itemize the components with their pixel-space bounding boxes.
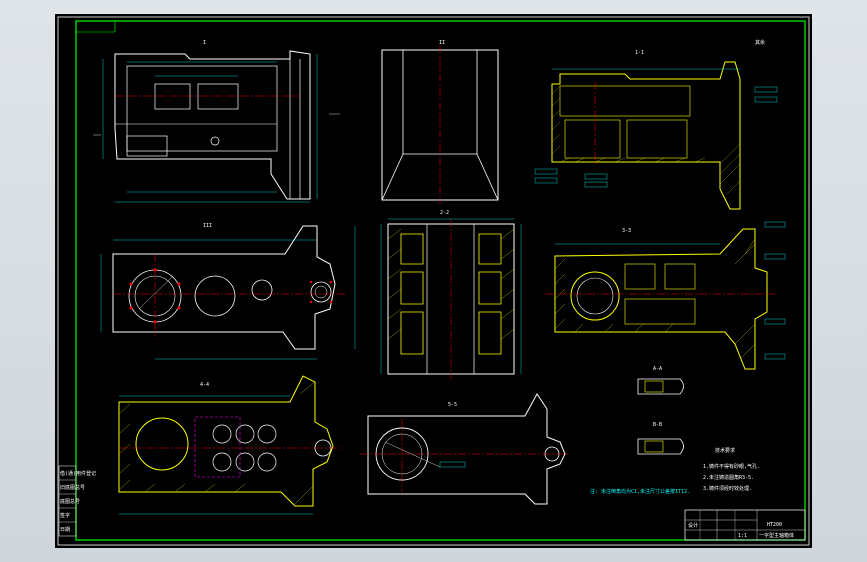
plan-view-label: III	[203, 223, 212, 229]
section-1-1: 1-1 其余	[534, 39, 778, 210]
detail-b-label: B-B	[653, 422, 662, 428]
section-4-4-label: 4-4	[200, 382, 209, 388]
outer-frame	[57, 16, 810, 546]
roughness-note: 其余	[755, 39, 765, 46]
side-view: II	[381, 40, 499, 204]
bottom-note: 注: 未注倒角均为C1,未注尺寸公差按IT12.	[590, 488, 690, 495]
plan-view: III	[100, 223, 356, 360]
left-label-4: 日期	[60, 527, 70, 533]
left-label-0: 借(通)用件登记	[60, 470, 96, 477]
tech-req-item-3: 3.铸件须经时效处理.	[703, 485, 752, 492]
inner-frame	[75, 20, 806, 541]
tech-req-item-1: 1.铸件不得有砂眼,气孔.	[703, 463, 760, 470]
section-2-2-label: 2-2	[440, 210, 449, 216]
section-2-2: 2-2	[380, 210, 522, 379]
detail-b-b: B-B	[637, 422, 684, 455]
left-label-2: 底图总号	[60, 498, 80, 505]
section-3-3: 3-3	[545, 221, 786, 370]
detail-a-a: A-A	[637, 366, 684, 395]
section-4-4: 4-4	[118, 375, 340, 515]
front-view-label: I	[203, 40, 206, 46]
section-1-1-label: 1-1	[635, 50, 644, 56]
tech-req-item-2: 2.未注铸造圆角R3-5.	[703, 474, 754, 481]
drawing-sheet[interactable]: 借(通)用件登记 旧底图总号 底图总号 签字 日期 I	[55, 14, 812, 548]
left-label-1: 旧底图总号	[60, 484, 85, 491]
part-name: 一字型主轴箱体	[759, 532, 794, 539]
section-5-5-label: 5-5	[448, 402, 457, 408]
section-5-5: 5-5	[360, 393, 570, 505]
section-3-3-label: 3-3	[622, 228, 631, 234]
title-block: 设计 1:1 HT200 一字型主轴箱体	[684, 509, 806, 541]
tech-req-title: 技术要求	[715, 447, 735, 454]
drawing-canvas: 借(通)用件登记 旧底图总号 底图总号 签字 日期 I	[57, 16, 810, 546]
front-view: I	[93, 40, 340, 203]
left-label-column: 借(通)用件登记 旧底图总号 底图总号 签字 日期	[58, 465, 96, 537]
side-view-label: II	[439, 40, 445, 46]
material-value: HT200	[767, 522, 782, 528]
detail-a-label: A-A	[653, 366, 662, 372]
tech-requirements: 技术要求 1.铸件不得有砂眼,气孔. 2.未注铸造圆角R3-5. 3.铸件须经时…	[703, 447, 760, 492]
left-label-3: 签字	[60, 512, 70, 519]
scale-value: 1:1	[738, 533, 747, 539]
drawn-label: 设计	[688, 522, 698, 529]
